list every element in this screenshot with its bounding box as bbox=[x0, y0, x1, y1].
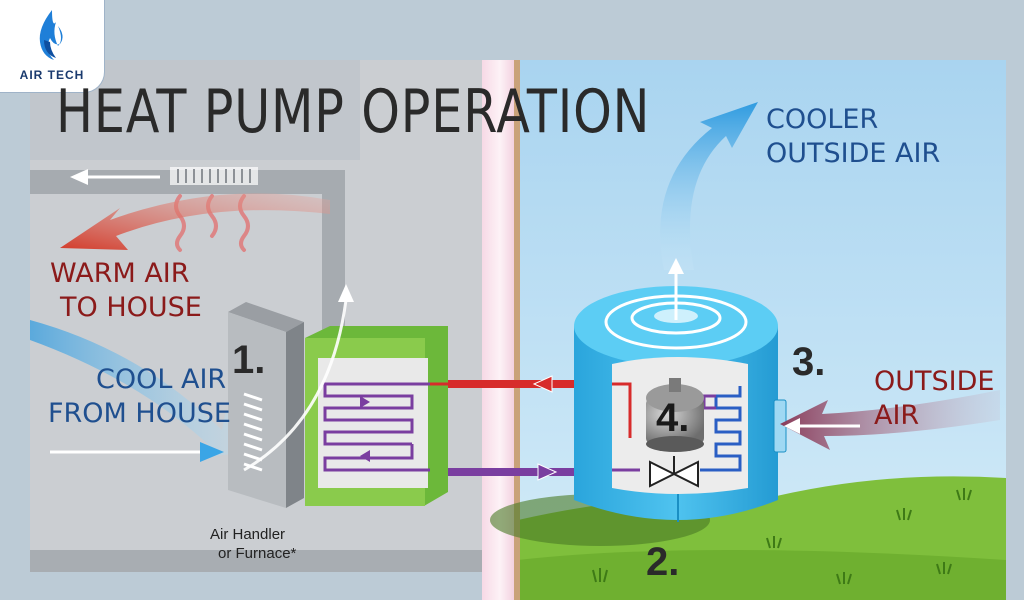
grass-shade bbox=[518, 550, 1006, 600]
warm-air-arrow-icon bbox=[60, 193, 330, 250]
duct-flow-arrow-icon bbox=[70, 169, 160, 185]
step-3-number: 3. bbox=[792, 340, 826, 384]
brand-name: AIR TECH bbox=[19, 68, 85, 82]
cooler-outside-air-label-1: COOLER bbox=[766, 104, 879, 135]
intake-arrowhead-icon bbox=[784, 418, 800, 434]
step-1-number: 1. bbox=[232, 338, 266, 382]
brand-logo: AIR TECH bbox=[0, 0, 104, 92]
warm-air-label-1: WARM AIR bbox=[50, 258, 190, 289]
cooler-air-arrow-icon bbox=[660, 102, 758, 270]
step-4-number: 4. bbox=[656, 396, 690, 440]
air-handler-label-2: or Furnace* bbox=[218, 545, 297, 562]
outside-air-label-1: OUTSIDE bbox=[874, 366, 995, 397]
step-2-number: 2. bbox=[646, 540, 680, 584]
cooler-outside-air-label-2: OUTSIDE AIR bbox=[766, 138, 941, 169]
outdoor-unit bbox=[574, 286, 787, 522]
cool-air-stream-icon bbox=[30, 320, 246, 458]
floor bbox=[30, 550, 518, 572]
cool-air-inlet-arrow-icon bbox=[50, 442, 224, 462]
exhaust-arrowhead-icon bbox=[668, 258, 684, 274]
outside-air-label-2: AIR bbox=[874, 400, 920, 431]
air-handler-label-1: Air Handler bbox=[210, 526, 286, 543]
air-flow-arrowhead-icon bbox=[338, 284, 354, 302]
vent-grille-icon bbox=[170, 167, 258, 185]
supply-duct bbox=[30, 170, 345, 330]
air-handler-cabinet bbox=[228, 302, 304, 508]
flame-drop-icon bbox=[39, 10, 63, 60]
cool-air-label-1: COOL AIR bbox=[96, 364, 227, 395]
cool-air-label-2: FROM HOUSE bbox=[48, 398, 231, 429]
grass-tufts-icon bbox=[592, 488, 972, 585]
air-flow-curve-icon bbox=[243, 299, 348, 472]
page-title: HEAT PUMP OPERATION bbox=[56, 77, 651, 147]
warm-air-label-2: TO HOUSE bbox=[60, 292, 202, 323]
outside-air-arrow-icon bbox=[780, 390, 1000, 450]
refrigerant-lines bbox=[448, 375, 574, 481]
indoor-coil bbox=[305, 326, 448, 506]
wall-siding bbox=[514, 60, 520, 600]
